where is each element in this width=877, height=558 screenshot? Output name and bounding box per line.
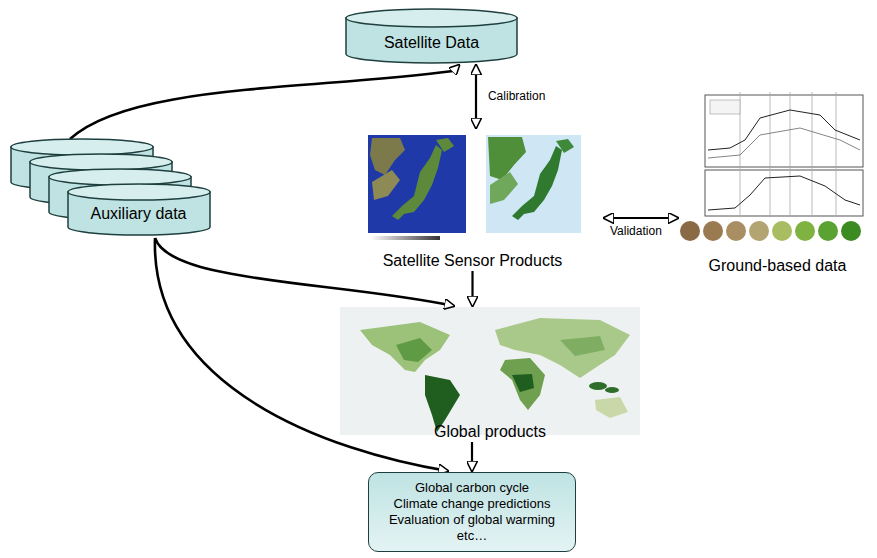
ground-data-chart-part: [726, 221, 746, 241]
ground-data-chart: [680, 92, 863, 241]
connector-arrow: [475, 65, 477, 128]
global-vegetation-map-part: [340, 307, 640, 435]
edge-label: Validation: [608, 224, 664, 238]
image-product: Global products: [340, 307, 640, 441]
ground-data-chart-part: [708, 110, 860, 150]
connector-arrow: [471, 442, 473, 471]
cylinder-top: [30, 154, 172, 170]
database-cylinder: Satellite Data: [345, 8, 518, 64]
ground-data-chart-part: [705, 170, 863, 216]
ground-data-chart-part: [749, 221, 769, 241]
ground-data-chart-part: [818, 221, 838, 241]
global-vegetation-map-part: [512, 374, 534, 392]
connector-arrow: [604, 217, 678, 219]
ground-data-chart-part: [708, 176, 860, 210]
node-text: Satellite Data: [384, 34, 479, 52]
global-vegetation-map-part: [589, 382, 607, 390]
connector-arrow: [155, 238, 448, 471]
ground-data-chart-part: [705, 95, 863, 167]
connector-arrow: [471, 271, 473, 306]
image-caption: Satellite Sensor Products: [383, 252, 563, 270]
sensor-map-japan-right-part: [556, 139, 574, 153]
sensor-map-japan-right-part: [490, 172, 518, 204]
process-box: Global carbon cycleClimate change predic…: [368, 472, 576, 552]
ground-data-chart-part: [680, 221, 700, 241]
global-vegetation-map-part: [360, 322, 450, 372]
image-caption: Ground-based data: [709, 257, 847, 275]
cylinder-top: [68, 184, 210, 200]
node-text: Global carbon cycle: [415, 480, 529, 496]
sensor-map-japan-right-part: [488, 137, 526, 180]
ground-data-chart-part: [708, 128, 860, 158]
ground-data-chart-part: [710, 100, 740, 114]
global-vegetation-map-part: [605, 387, 619, 393]
cylinder-top: [11, 139, 153, 155]
sensor-map-japan-left-part: [436, 138, 454, 152]
global-vegetation-map-part: [500, 358, 545, 410]
global-vegetation-map-part: [495, 318, 630, 378]
image-product: Satellite Sensor Products: [345, 130, 600, 270]
sensor-map-japan-right-part: [512, 146, 562, 220]
connector-arrow: [155, 238, 454, 306]
sensor-map-japan-left-part: [372, 170, 400, 200]
global-vegetation-map-part: [595, 397, 628, 418]
sensor-map-japan-right: [486, 135, 581, 233]
cylinder-top: [49, 169, 191, 185]
node-text: Auxiliary data: [90, 205, 186, 223]
ground-data-chart-part: [841, 221, 861, 241]
global-vegetation-map-part: [560, 336, 605, 356]
sensor-map-japan-left-part: [370, 138, 405, 175]
sensor-map-japan-left-part: [392, 145, 442, 220]
node-text: Evaluation of global warming: [389, 512, 555, 528]
image-product: Ground-based data: [680, 90, 875, 275]
edge-label: Calibration: [486, 89, 547, 103]
database-stack: Auxiliary data: [10, 138, 210, 236]
ground-data-chart-part: [703, 221, 723, 241]
ground-data-chart-part: [795, 221, 815, 241]
global-vegetation-map-part: [396, 338, 432, 362]
sensor-map-japan-left: [368, 135, 466, 240]
sensor-map-japan-left-part: [370, 236, 440, 240]
cylinder-top: [346, 9, 517, 27]
image-caption: Global products: [434, 423, 546, 441]
connector-arrow: [70, 65, 459, 139]
ground-data-chart-part: [772, 221, 792, 241]
sensor-map-japan-right-part: [486, 135, 581, 233]
node-text: etc…: [457, 528, 487, 544]
global-vegetation-map: [340, 307, 640, 435]
sensor-map-japan-left-part: [368, 135, 466, 233]
node-text: Climate change predictions: [394, 496, 551, 512]
